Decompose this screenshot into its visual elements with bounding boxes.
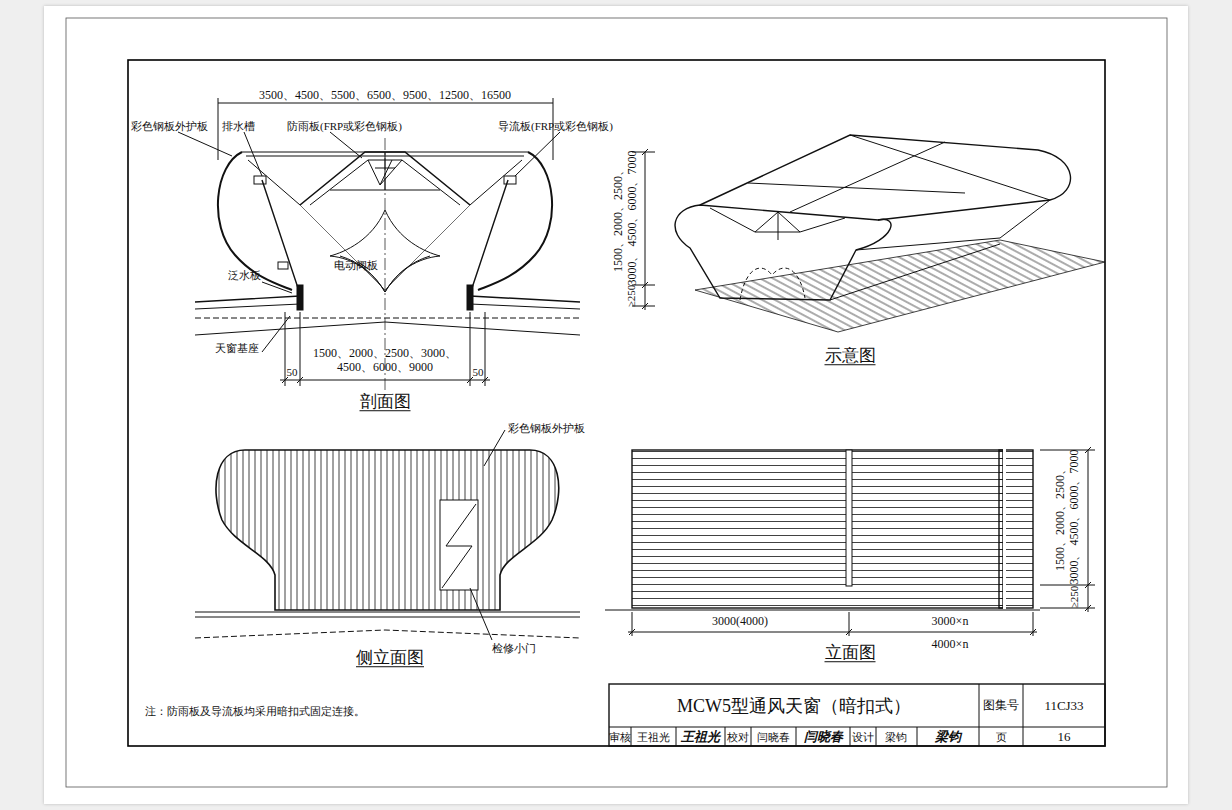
table-cell: 审核 — [609, 731, 631, 744]
part-label: 电动阀板 — [334, 259, 378, 272]
dimension-text: 1500、2000、2500、3000、 4500、6000、9000 — [310, 347, 460, 375]
part-label: 泛水板 — [228, 269, 261, 282]
dimension-text: 3000(4000) — [712, 615, 768, 629]
part-label: 天窗基座 — [215, 342, 259, 355]
note-text: 注：防雨板及导流板均采用暗扣式固定连接。 — [145, 705, 365, 718]
view-caption: 立面图 — [825, 643, 876, 663]
part-label: 防雨板(FRP或彩色钢板) — [287, 120, 402, 133]
dimension-text: 3000×n — [932, 615, 969, 629]
dimension-text: 50 — [473, 366, 484, 379]
table-cell: 16 — [1058, 730, 1071, 745]
dimension-text: 1500、2000、2500、3000、 4500、6000、7000 — [1054, 447, 1082, 587]
part-label: 彩色钢板外护板 — [508, 422, 585, 435]
table-cell: 11CJ33 — [1044, 699, 1083, 714]
table-cell: 王祖光 — [637, 731, 670, 744]
dimension-text: 3500、4500、5500、6500、9500、12500、16500 — [259, 89, 511, 103]
signature: 王祖光 — [681, 730, 720, 745]
view-caption: 剖面图 — [360, 392, 411, 412]
part-label: 导流板(FRP或彩色钢板) — [498, 120, 613, 133]
signature: 闫晓春 — [804, 730, 843, 745]
view-caption: 侧立面图 — [356, 648, 424, 668]
dimension-text: 50 — [287, 366, 298, 379]
part-label: 检修小门 — [492, 642, 536, 655]
dimension-text: 4000×n — [932, 638, 969, 652]
table-cell: 设计 — [852, 731, 874, 744]
table-cell: 图集号 — [983, 699, 1019, 713]
dimension-text: ≥250 — [625, 285, 638, 308]
dimension-text: 1500、2000、2500、3000、 4500、6000、7000 — [612, 148, 640, 288]
view-caption: 示意图 — [825, 346, 876, 366]
table-cell: 闫晓春 — [757, 731, 790, 744]
dimension-text: ≥250 — [1068, 586, 1081, 609]
table-cell: 页 — [996, 731, 1007, 744]
table-cell: 校对 — [727, 731, 749, 744]
signature: 梁钧 — [935, 730, 961, 745]
drawing-title: MCW5型通风天窗（暗扣式） — [677, 696, 911, 717]
table-cell: 梁钧 — [885, 731, 907, 744]
part-label: 排水槽 — [222, 120, 255, 133]
part-label: 彩色钢板外护板 — [131, 120, 208, 133]
